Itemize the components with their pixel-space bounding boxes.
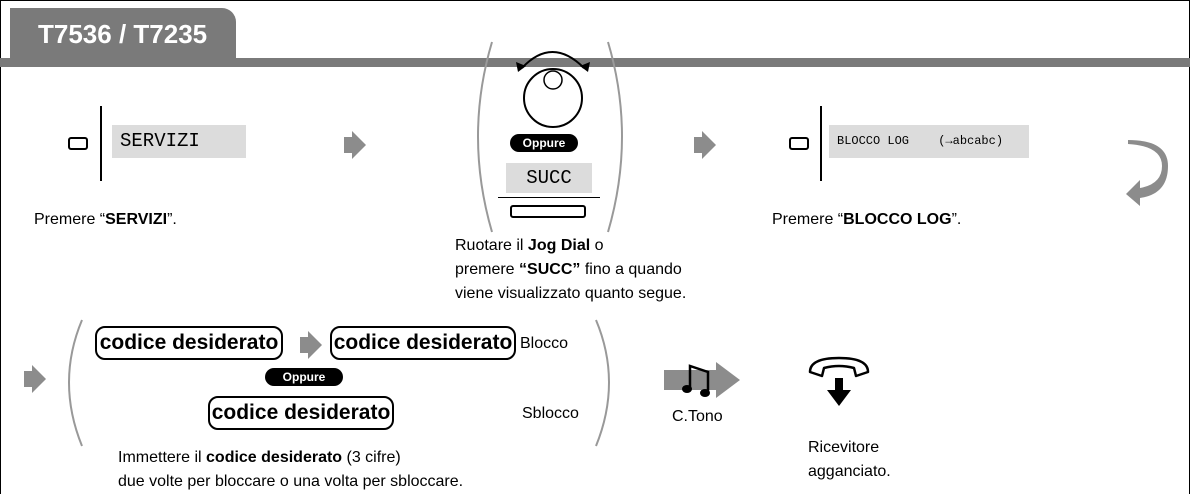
- handset-on-hook-icon: [808, 356, 870, 406]
- parenthesis-group: [68, 319, 610, 447]
- page-title: T7536 / T7235: [38, 19, 208, 49]
- jog-dial-icon: [516, 51, 590, 128]
- parenthesis-group: [477, 41, 623, 233]
- code-button: codice desiderato: [95, 326, 283, 360]
- display-sub-text: (→abcabc): [938, 134, 1004, 148]
- blocco-label: Blocco: [520, 335, 569, 352]
- step-arrow-icon: [344, 131, 366, 159]
- display-main-text: BLOCCO LOG: [837, 134, 910, 148]
- step4-caption-line2: due volte per bloccare o una volta per s…: [118, 473, 464, 490]
- step1-caption: Premere “SERVIZI”.: [34, 211, 177, 228]
- succ-key-icon: [510, 205, 586, 218]
- code-button: codice desiderato: [208, 396, 394, 430]
- code-button: codice desiderato: [330, 326, 516, 360]
- soft-key-icon: [789, 137, 809, 150]
- servizi-display: SERVIZI: [112, 125, 246, 158]
- display-edge-line: [100, 106, 102, 181]
- step4-caption-line1: Immettere il codice desiderato (3 cifre): [118, 449, 401, 466]
- step2-caption-line1: Ruotare il Jog Dial o: [455, 237, 604, 254]
- confirmation-tone-icon: [664, 362, 740, 398]
- step-arrow-icon: [300, 331, 322, 359]
- oppure-badge: Oppure: [510, 134, 578, 152]
- header-band: [0, 58, 1190, 67]
- title-tab: T7536 / T7235: [10, 8, 236, 66]
- display-divider: [498, 197, 600, 198]
- step2-caption-line2: premere “SUCC” fino a quando: [455, 261, 682, 278]
- step2-caption-line3: viene visualizzato quanto segue.: [455, 285, 687, 302]
- succ-display: SUCC: [506, 163, 592, 193]
- display-edge-line: [820, 106, 822, 181]
- sblocco-label: Sblocco: [522, 405, 579, 422]
- continue-arrow-icon: [1126, 140, 1168, 206]
- step6-caption-line2: agganciato.: [808, 463, 891, 480]
- step-arrow-icon: [24, 365, 46, 393]
- blocco-log-display: BLOCCO LOG (→abcabc): [829, 125, 1029, 158]
- step-arrow-icon: [694, 131, 716, 159]
- step3-caption: Premere “BLOCCO LOG”.: [772, 211, 962, 228]
- oppure-badge: Oppure: [265, 368, 343, 386]
- soft-key-icon: [68, 137, 88, 150]
- step6-caption-line1: Ricevitore: [808, 439, 880, 456]
- tone-label: C.Tono: [672, 408, 723, 425]
